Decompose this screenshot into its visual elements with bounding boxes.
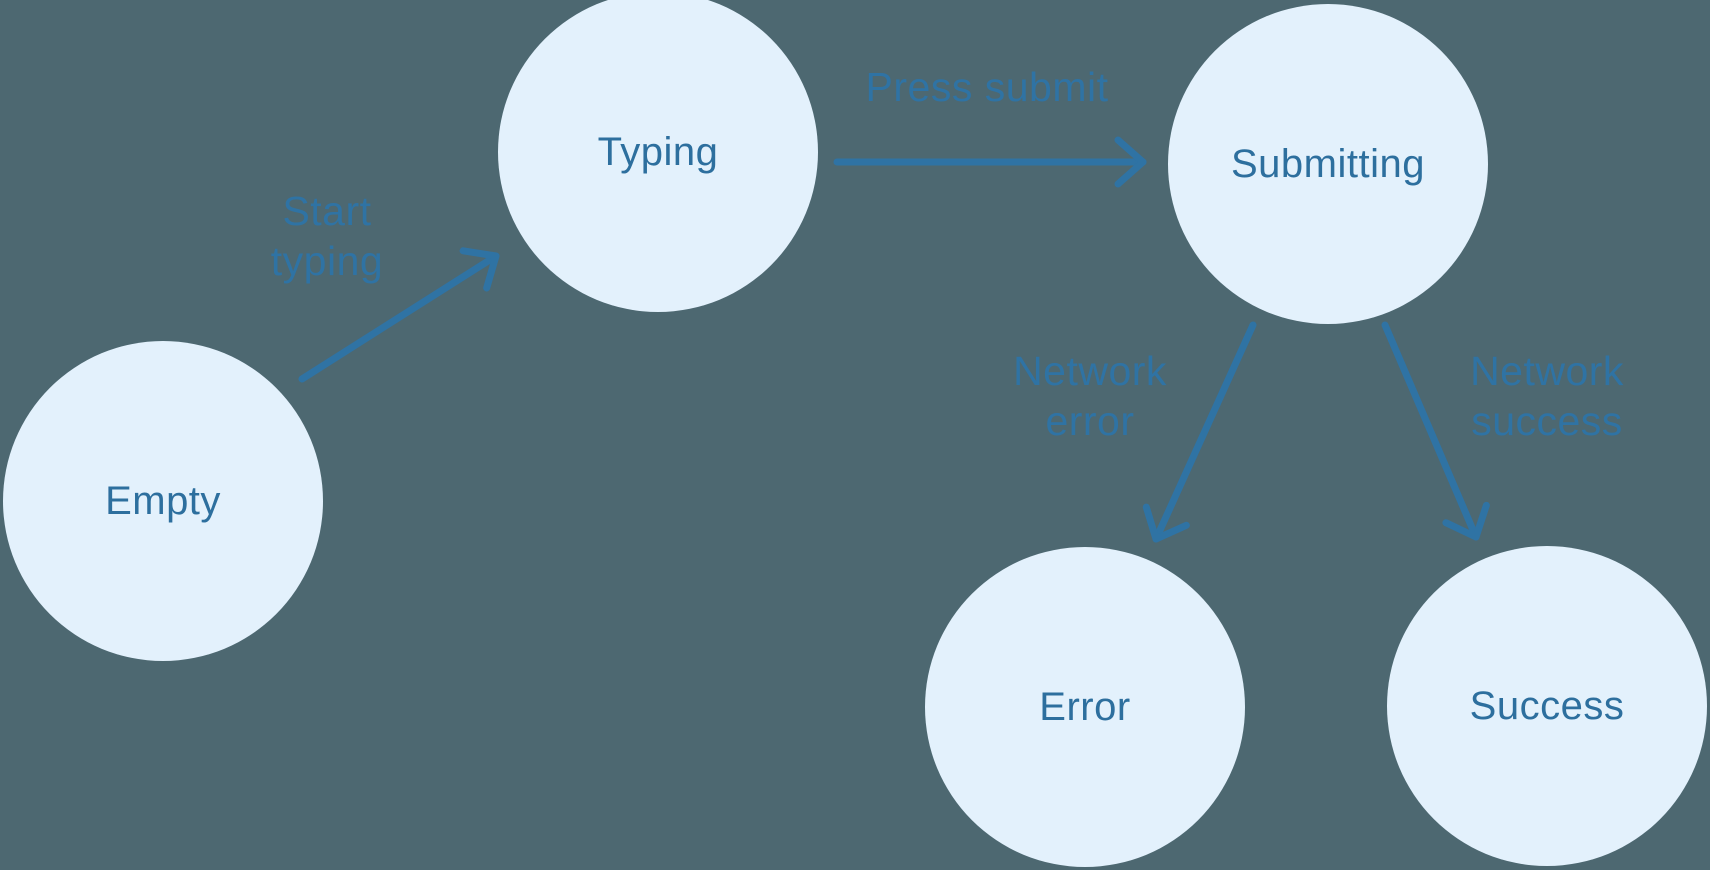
transition-label-line: error: [1045, 398, 1135, 444]
state-label-typing: Typing: [597, 129, 719, 174]
arrow-network-error: [1142, 321, 1257, 543]
transition-label-start-typing: Start typing: [271, 186, 383, 286]
state-node-empty: Empty: [3, 341, 323, 661]
transition-label-press-submit: Press submit: [866, 62, 1109, 112]
state-label-error: Error: [1039, 684, 1131, 729]
arrow-start-typing: [298, 247, 500, 383]
state-label-success: Success: [1469, 683, 1625, 728]
transition-label-network-error: Network error: [1013, 346, 1167, 446]
transition-label-line: Press submit: [865, 64, 1109, 110]
state-node-error: Error: [925, 547, 1245, 867]
state-node-typing: Typing: [498, 0, 818, 312]
transition-label-line: Network: [1470, 348, 1624, 394]
transition-label-network-success: Network success: [1470, 346, 1624, 446]
state-label-empty: Empty: [105, 478, 221, 523]
transition-label-line: success: [1471, 398, 1623, 444]
transition-label-line: typing: [270, 238, 384, 284]
transition-label-line: Network: [1013, 348, 1167, 394]
state-node-submitting: Submitting: [1168, 4, 1488, 324]
state-node-success: Success: [1387, 546, 1707, 866]
arrow-network-success: [1381, 321, 1490, 541]
state-label-submitting: Submitting: [1231, 141, 1425, 186]
transition-label-line: Start: [282, 188, 372, 234]
